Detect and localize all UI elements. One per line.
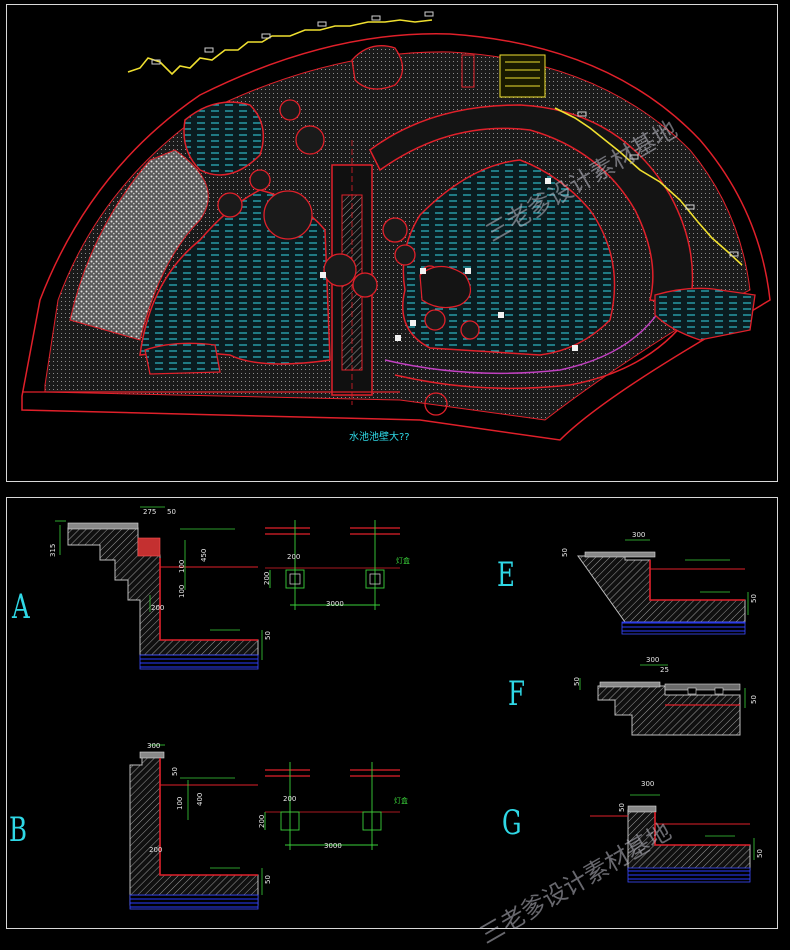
section-label-e: E xyxy=(497,555,515,595)
dim-f-25: 25 xyxy=(660,666,669,674)
dim-f-300: 300 xyxy=(646,656,660,664)
dim-b-50b: 50 xyxy=(264,875,272,884)
dim-b-400: 400 xyxy=(196,792,204,806)
dim-a-315: 315 xyxy=(49,543,57,557)
dim-g-300: 300 xyxy=(641,780,655,788)
note-a-lightbox: 灯盒 xyxy=(396,557,410,565)
plan-round-feature xyxy=(424,392,448,416)
detail-sections-panel xyxy=(6,497,778,929)
dim-g-50b: 50 xyxy=(756,849,764,858)
dim-e-300: 300 xyxy=(632,531,646,539)
plan-caption: 水池池壁大?? xyxy=(349,432,410,443)
section-a-drawing xyxy=(55,506,400,670)
site-plan-panel xyxy=(6,4,778,482)
dim-a-50: 50 xyxy=(167,508,176,516)
dim-e-50: 50 xyxy=(561,548,569,557)
dim-a-200: 200 xyxy=(151,604,165,612)
dim-a-50b: 50 xyxy=(264,631,272,640)
plan-stairs xyxy=(499,54,546,98)
section-b-drawing xyxy=(129,744,400,910)
dim-b-200b: 200 xyxy=(283,795,297,803)
section-e-drawing xyxy=(577,539,749,635)
dim-a-200c: 200 xyxy=(263,571,271,585)
note-b-lightbox: 灯盒 xyxy=(394,797,408,805)
dim-a-275: 275 xyxy=(143,508,157,516)
plan-island xyxy=(419,265,471,309)
dim-a-450: 450 xyxy=(200,548,208,562)
plan-pool-bottom-left xyxy=(144,342,221,375)
dim-f-50b: 50 xyxy=(750,695,758,704)
section-f-drawing xyxy=(579,664,746,736)
dim-b-3000: 3000 xyxy=(324,842,342,850)
plan-pool-upper-left xyxy=(183,101,265,176)
plan-stepping-stones xyxy=(217,99,480,340)
plan-outer-railing xyxy=(127,19,433,76)
section-label-b: B xyxy=(9,810,27,850)
dim-a-100a: 100 xyxy=(178,559,186,573)
dim-e-50b: 50 xyxy=(750,594,758,603)
section-g-drawing xyxy=(590,794,755,883)
plan-gravel-beach xyxy=(69,149,209,341)
section-label-g: G xyxy=(502,803,522,843)
dim-a-3000: 3000 xyxy=(326,600,344,608)
dim-b-100: 100 xyxy=(176,796,184,810)
plan-pool-right-bay xyxy=(654,287,756,341)
plan-outer-boundary xyxy=(21,33,771,441)
dim-b-300: 300 xyxy=(147,742,161,750)
dim-b-200c: 200 xyxy=(258,814,266,828)
dim-a-200b: 200 xyxy=(287,553,301,561)
section-label-f: F xyxy=(508,674,525,714)
dim-a-100b: 100 xyxy=(178,584,186,598)
dim-f-50: 50 xyxy=(573,677,581,686)
section-label-a: A xyxy=(12,587,30,627)
dim-g-50: 50 xyxy=(618,803,626,812)
plan-planter-top xyxy=(351,45,404,90)
dim-b-50: 50 xyxy=(171,767,179,776)
dim-b-200: 200 xyxy=(149,846,163,854)
